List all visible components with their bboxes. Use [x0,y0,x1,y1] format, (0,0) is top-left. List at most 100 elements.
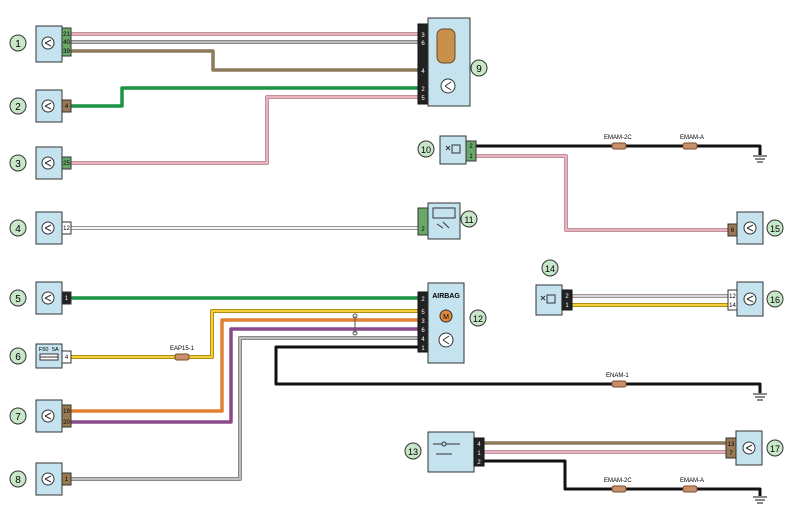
wire-c10-pink [476,154,728,232]
wire-c2-green [70,86,418,108]
component-number: 11 [464,215,473,225]
pin-label: 1 [477,451,481,457]
pin-label: 1 [65,477,69,483]
fuse-name: F50 [39,347,48,353]
pin-label: 2 [477,460,481,466]
pin-label: 4 [65,104,69,110]
component-number: 10 [421,145,431,155]
ecu-icon [41,409,55,423]
component-number: 7 [15,412,21,423]
component-number: 5 [15,294,21,305]
splice-marks [352,313,358,336]
airbag-label: AIRBAG [432,293,460,300]
label-enam1: ENAM-1 [606,373,629,379]
ground-icon [753,155,767,163]
motor-icon: M [439,309,453,323]
pin-label: 1 [469,154,473,160]
switch-icon [433,441,460,455]
component-number: 17 [770,444,780,454]
component-1: 1 21 40 39 [9,25,72,63]
pin-label: 20 [63,420,70,426]
label-emam2c-top: EMAM-2C [604,135,632,141]
pin-label: 1 [565,303,569,309]
pin-label: 4 [421,337,425,343]
pin-label: 14 [729,303,736,309]
component-number: 1 [15,39,21,50]
wire-c7-purple [70,327,418,424]
component-8: 8 1 [9,462,72,496]
wire-c13-black [484,459,762,496]
pin-label: 40 [63,40,70,46]
component-3: 3 25 [9,146,72,180]
wire-c7-orange [70,318,418,413]
pin-label: 2 [421,227,425,233]
wire-c10-black [476,144,762,155]
wires [70,32,762,496]
ecu-icon [743,221,757,235]
label-emama-top: EMAM-A [680,135,704,141]
fuse-rating: 5A [52,347,59,353]
pin-label: 1 [65,296,69,302]
component-number: 14 [545,264,555,274]
ecu-icon [41,156,55,170]
component-10: 10 2 1 [417,135,477,165]
pin-label: 12 [729,294,736,300]
pin-label: 3 [421,319,425,325]
component-number: 6 [15,352,21,363]
pin-label: 2 [565,294,569,300]
ecu-icon [743,292,757,306]
component-7: 7 19 20 [9,399,72,433]
component-16: 12 14 16 [727,281,784,317]
component-12: 2 5 3 6 4 1 AIRBAG M 12 [417,282,487,364]
pin-label: 13 [728,442,735,448]
switch-icon [432,207,456,229]
pin-label: 6 [421,328,425,334]
switch-icon [540,294,556,304]
ecu-icon [742,441,756,455]
component-6: 6 F50 5A 4 [9,343,72,369]
pin-label: 5 [421,310,425,316]
pin-label: 5 [421,96,425,102]
svg-text:M: M [443,314,449,321]
pin-label: 21 [63,32,70,38]
label-emam2c-bottom: EMAM-2C [604,478,632,484]
component-13: 13 4 1 2 [404,431,485,473]
ground-icon [753,496,767,504]
component-11: 2 11 [417,202,478,240]
component-14: 14 2 1 [535,259,573,316]
component-9: 3 6 4 2 5 9 [417,17,488,107]
component-2: 2 4 [9,89,72,123]
component-15: 6 15 [727,211,784,245]
pin-label: 2 [421,87,425,93]
pin-label: 25 [63,161,70,167]
lamp-window [436,28,456,64]
pin-label: 4 [477,442,481,448]
ecu-icon [438,332,454,348]
wire-c6-yellow [70,309,418,359]
pin-label: 12 [63,226,70,232]
ecu-icon [41,99,55,113]
fuse-icon [39,353,59,361]
component-number: 15 [770,224,780,234]
ground-icon [753,393,767,401]
label-emama-bottom: EMAM-A [680,478,704,484]
pin-label: 4 [421,69,425,75]
component-number: 4 [15,224,21,235]
component-5: 5 1 [9,281,72,315]
pin-label: 2 [469,144,473,150]
label-eap15: EAP15-1 [170,346,195,352]
wire-c8-gray [70,336,418,481]
component-4: 4 12 [9,211,72,245]
component-number: 3 [15,159,21,170]
wire-c12-black [274,345,762,393]
pin-label: 6 [421,41,425,47]
component-number: 16 [770,295,780,305]
pin-label: 4 [65,355,69,361]
ground-connectors: EMAM-2C EMAM-A EAP15-1 ENAM-1 EMAM-2C EM… [170,135,767,504]
wire-c1-pin39-brown [70,49,418,72]
component-number: 12 [473,314,483,324]
component-number: 13 [408,447,418,457]
ecu-icon [41,291,55,305]
pin-label: 19 [63,409,70,415]
